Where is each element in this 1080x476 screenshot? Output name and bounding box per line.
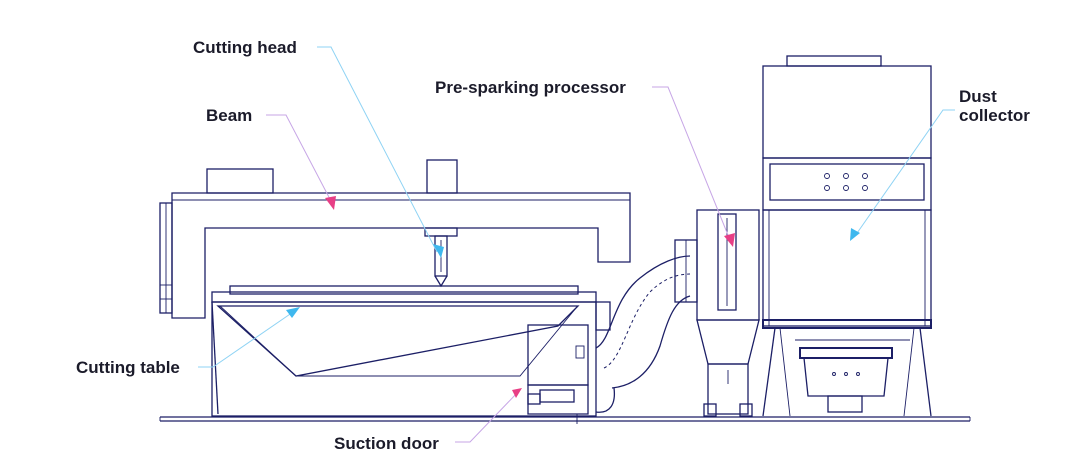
arrow-suction-door [512,388,522,398]
leader-pre-sparking [652,86,735,247]
label-beam: Beam [206,106,253,125]
label-suction-door: Suction door [334,434,439,453]
duct-drawing [595,239,698,413]
beam-drawing [159,159,631,319]
arrow-beam [325,196,336,210]
label-pre-sparking-processor: Pre-sparking processor [435,78,626,97]
floor-rail [159,416,971,422]
label-dust-collector-line2: collector [959,106,1030,125]
label-cutting-table: Cutting table [76,358,180,377]
leader-dust-collector [850,109,955,241]
label-dust-collector-line1: Dust [959,87,997,106]
cutting-table-drawing [211,285,611,424]
arrow-cutting-head [433,244,444,258]
leader-beam [266,114,336,210]
arrow-pre-sparking [724,233,735,247]
leader-cutting-table [198,307,300,368]
pre-sparking-processor-drawing [696,209,760,417]
leader-suction-door [455,388,522,443]
leader-cutting-head [317,46,444,258]
arrow-dust-collector [850,228,860,241]
dust-collector-drawing [762,55,932,417]
label-cutting-head: Cutting head [193,38,297,57]
arrow-cutting-table [286,307,300,318]
